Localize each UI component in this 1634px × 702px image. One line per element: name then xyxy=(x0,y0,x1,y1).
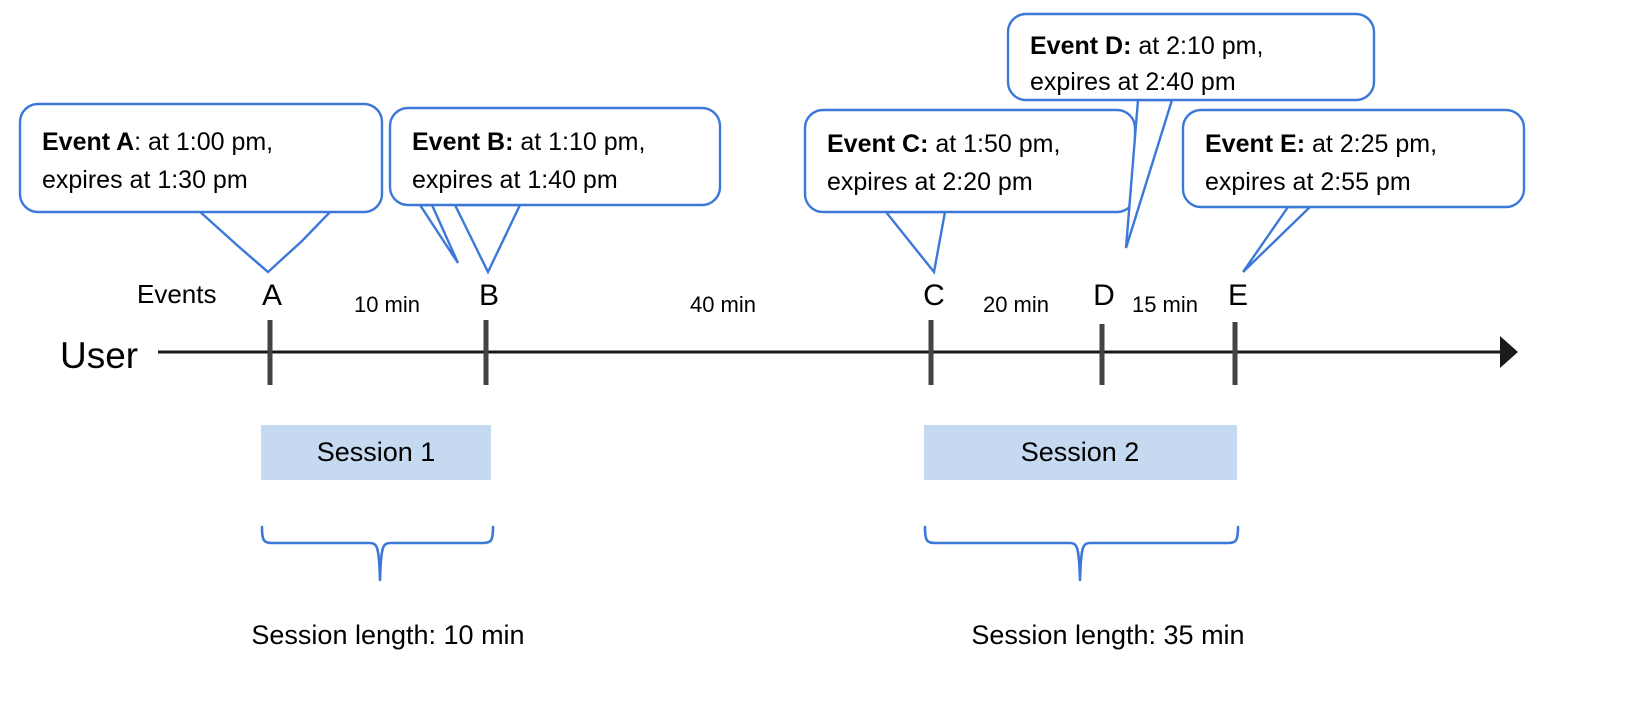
gap-label-d-e: 15 min xyxy=(1132,292,1198,317)
callout-d-rest: at 2:10 pm, xyxy=(1131,32,1263,60)
callout-b-line2: expires at 1:40 pm xyxy=(412,166,618,194)
timeline-arrow-icon xyxy=(1500,336,1518,368)
callout-tail-c xyxy=(883,210,947,275)
event-letter-b: B xyxy=(479,279,499,312)
session-1-label: Session 1 xyxy=(317,437,436,467)
callout-box-b xyxy=(388,106,722,207)
callout-a-line1: Event A: at 1:00 pm, xyxy=(42,128,273,156)
callout-box-e xyxy=(1181,108,1526,209)
callout-tail-b xyxy=(453,203,522,275)
callout-a-line2: expires at 1:30 pm xyxy=(42,166,248,194)
callout-box-a xyxy=(18,102,384,214)
callout-e-rest: at 2:25 pm, xyxy=(1305,130,1437,158)
event-letter-c: C xyxy=(923,279,945,312)
callout-event-a[interactable]: Event A: at 1:00 pm, expires at 1:30 pm xyxy=(18,102,384,274)
callout-tail-b-left xyxy=(417,203,460,264)
callout-a-rest: at 1:00 pm, xyxy=(141,128,273,156)
callout-event-b[interactable]: Event B: at 1:10 pm, expires at 1:40 pm xyxy=(388,106,722,275)
gap-label-a-b: 10 min xyxy=(354,292,420,317)
gap-label-c-d: 20 min xyxy=(983,292,1049,317)
callout-e-bold: Event E: xyxy=(1205,130,1305,158)
callout-d-line2: expires at 2:40 pm xyxy=(1030,68,1236,96)
session-1-brace xyxy=(260,525,495,582)
callout-a-bold: Event A xyxy=(42,128,134,156)
callout-event-e[interactable]: Event E: at 2:25 pm, expires at 2:55 pm xyxy=(1181,108,1526,273)
gap-label-b-c: 40 min xyxy=(690,292,756,317)
callout-e-line1: Event E: at 2:25 pm, xyxy=(1205,130,1437,158)
event-letter-d: D xyxy=(1093,279,1115,312)
session-2-brace xyxy=(923,525,1240,582)
event-letter-e: E xyxy=(1228,279,1248,312)
session-2-rect[interactable] xyxy=(924,425,1237,480)
callout-d-line1: Event D: at 2:10 pm, xyxy=(1030,32,1263,60)
callout-tail-a xyxy=(194,208,335,274)
callout-box-d xyxy=(1006,12,1376,102)
callout-a-sep: : xyxy=(134,128,141,156)
callout-e-line2: expires at 2:55 pm xyxy=(1205,168,1411,196)
session-2-group[interactable]: Session 2 Session length: 35 min xyxy=(923,425,1245,650)
callout-c-rest: at 1:50 pm, xyxy=(928,130,1060,158)
event-letter-a: A xyxy=(262,279,282,312)
callout-d-bold: Event D: xyxy=(1030,32,1131,60)
callout-c-line2: expires at 2:20 pm xyxy=(827,168,1033,196)
callout-b-bold: Event B: xyxy=(412,128,513,156)
session-1-group[interactable]: Session 1 Session length: 10 min xyxy=(251,425,525,650)
session-2-label: Session 2 xyxy=(1021,437,1140,467)
events-row-label: Events xyxy=(137,279,217,309)
callout-b-rest: at 1:10 pm, xyxy=(513,128,645,156)
callout-tail-e xyxy=(1242,205,1313,273)
callout-c-line1: Event C: at 1:50 pm, xyxy=(827,130,1060,158)
callout-b-line1: Event B: at 1:10 pm, xyxy=(412,128,645,156)
callout-event-d[interactable]: Event D: at 2:10 pm, expires at 2:40 pm xyxy=(1006,12,1376,249)
session-1-length-label: Session length: 10 min xyxy=(251,620,524,650)
user-axis-label: User xyxy=(60,335,138,376)
session-2-length-label: Session length: 35 min xyxy=(971,620,1244,650)
callout-box-c xyxy=(803,108,1137,214)
callout-c-bold: Event C: xyxy=(827,130,928,158)
callout-event-c[interactable]: Event C: at 1:50 pm, expires at 2:20 pm xyxy=(803,108,1137,275)
session-1-rect[interactable] xyxy=(261,425,491,480)
